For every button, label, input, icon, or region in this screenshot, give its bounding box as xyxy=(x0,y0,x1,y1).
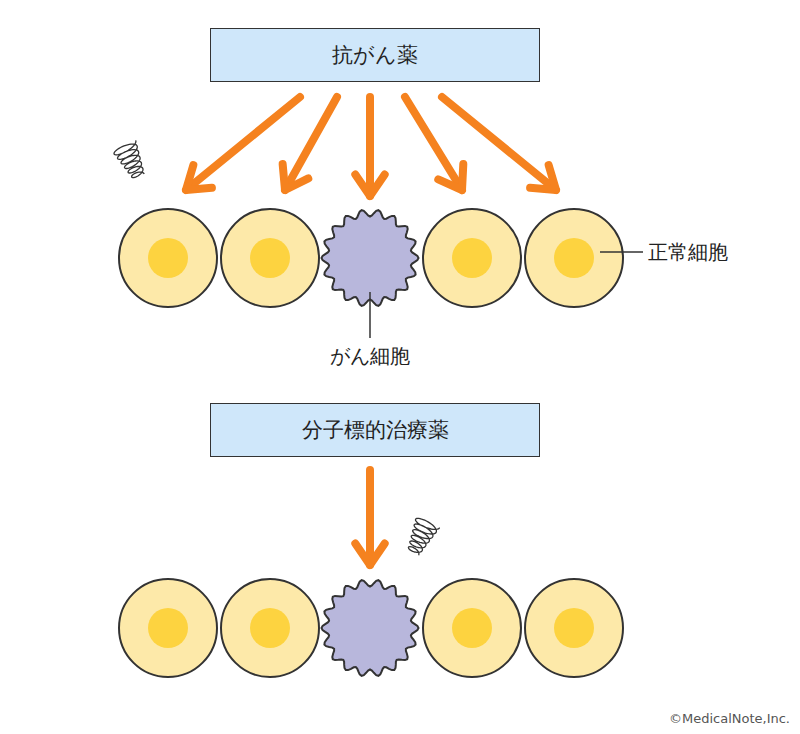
drug-box: 分子標的治療薬 xyxy=(210,403,540,457)
damage-marks xyxy=(114,140,440,555)
damage-squiggle xyxy=(114,140,144,177)
nucleus xyxy=(250,238,290,278)
normal-cell xyxy=(221,209,319,307)
cancer-cell xyxy=(322,580,419,676)
nucleus xyxy=(554,608,594,648)
damage-squiggle xyxy=(408,518,439,555)
normal-cell xyxy=(119,579,217,677)
cell-label: 正常細胞 xyxy=(648,239,728,266)
arrow-head xyxy=(530,165,556,190)
normal-cell xyxy=(221,579,319,677)
nucleus xyxy=(148,238,188,278)
cells xyxy=(119,209,623,677)
box-title: 分子標的治療薬 xyxy=(302,416,449,444)
arrow-head xyxy=(438,164,463,190)
drug-arrow xyxy=(366,470,374,565)
normal-cell xyxy=(119,209,217,307)
drug-box: 抗がん薬 xyxy=(210,28,540,82)
box-title: 抗がん薬 xyxy=(332,41,418,69)
arrow-head xyxy=(283,164,309,190)
normal-cell xyxy=(423,209,521,307)
drug-arrow xyxy=(442,97,556,190)
copyright: ©MedicalNote,Inc. xyxy=(669,711,790,726)
nucleus xyxy=(554,238,594,278)
arrow-head xyxy=(186,165,212,190)
nucleus xyxy=(148,608,188,648)
cancer-cell xyxy=(322,210,419,306)
arrow-head xyxy=(355,175,384,196)
arrow-head xyxy=(355,544,384,565)
cell-label: がん細胞 xyxy=(330,343,410,370)
leader-line xyxy=(600,251,643,253)
normal-cell xyxy=(423,579,521,677)
nucleus xyxy=(452,608,492,648)
drug-arrow xyxy=(366,97,374,196)
nucleus xyxy=(452,238,492,278)
drug-arrows xyxy=(186,97,556,565)
normal-cell xyxy=(525,579,623,677)
normal-cell xyxy=(525,209,623,307)
nucleus xyxy=(250,608,290,648)
leader-line xyxy=(369,292,371,338)
